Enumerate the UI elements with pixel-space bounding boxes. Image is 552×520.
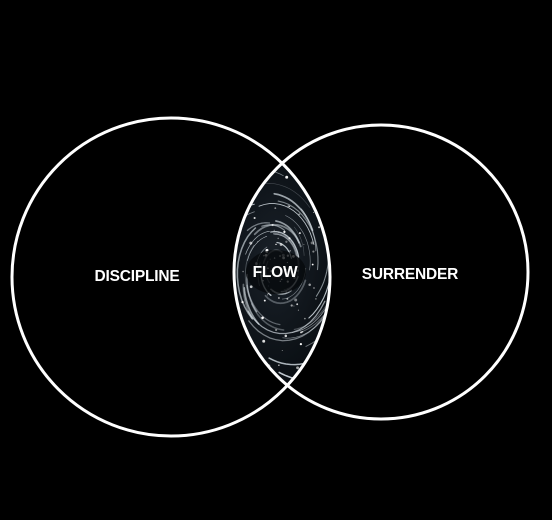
label-surrender: SURRENDER	[362, 266, 458, 283]
circle-surrender	[232, 123, 530, 421]
label-discipline: DISCIPLINE	[95, 268, 180, 285]
label-flow: FLOW	[253, 264, 298, 281]
circle-discipline	[10, 116, 332, 438]
